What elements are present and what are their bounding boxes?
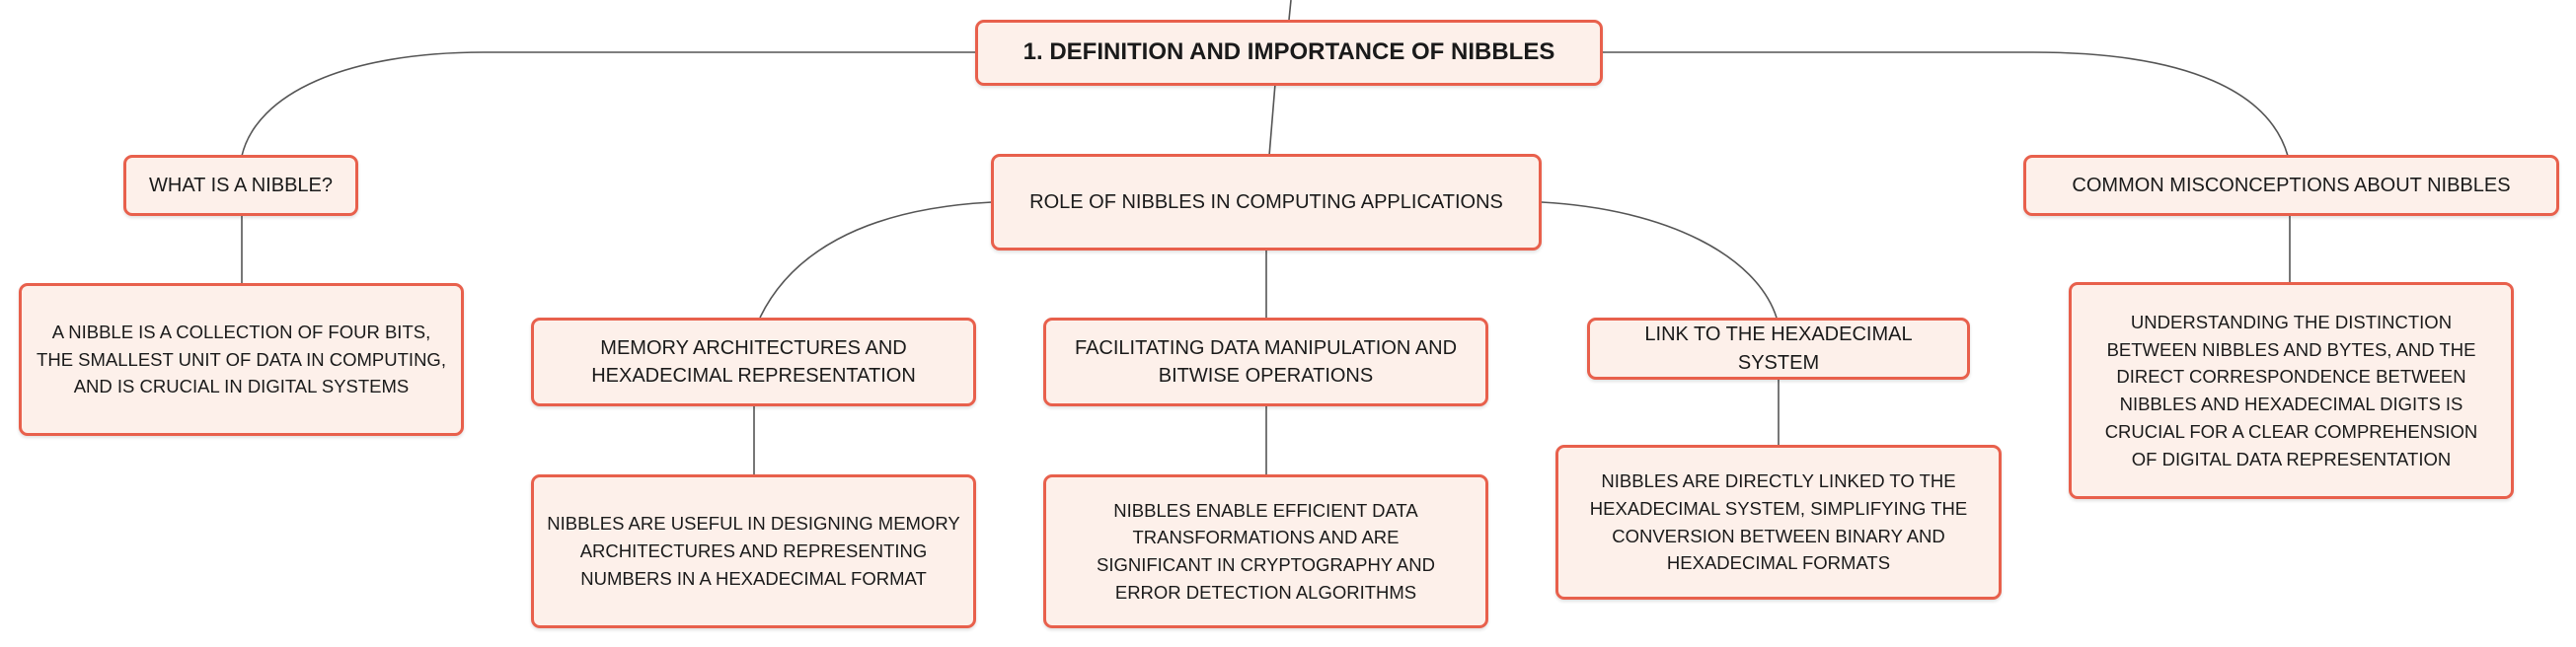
connector-root-what-is bbox=[241, 51, 977, 157]
detail-common-misconceptions-text: UNDERSTANDING THE DISTINCTION BETWEEN NI… bbox=[2104, 311, 2478, 469]
detail-hexadecimal-link-text: NIBBLES ARE DIRECTLY LINKED TO THE HEXAD… bbox=[1589, 470, 1968, 574]
detail-hexadecimal-link[interactable]: NIBBLES ARE DIRECTLY LINKED TO THE HEXAD… bbox=[1555, 445, 2002, 600]
subtopic-hexadecimal-link-label: LINK TO THE HEXADECIMAL SYSTEM bbox=[1644, 324, 1913, 374]
detail-what-is-a-nibble-text: A NIBBLE IS A COLLECTION OF FOUR BITS, T… bbox=[37, 321, 446, 397]
connector-role-hexlink bbox=[1541, 201, 1778, 319]
detail-memory-architectures-text: NIBBLES ARE USEFUL IN DESIGNING MEMORY A… bbox=[547, 513, 960, 589]
subtopic-memory-architectures[interactable]: MEMORY ARCHITECTURES AND HEXADECIMAL REP… bbox=[531, 318, 976, 406]
topic-what-is-a-nibble[interactable]: WHAT IS A NIBBLE? bbox=[123, 155, 358, 216]
detail-common-misconceptions[interactable]: UNDERSTANDING THE DISTINCTION BETWEEN NI… bbox=[2069, 282, 2514, 499]
root-topic[interactable]: 1. DEFINITION AND IMPORTANCE OF NIBBLES bbox=[975, 20, 1603, 86]
connector-root-role bbox=[1268, 83, 1276, 157]
topic-what-is-a-nibble-label: WHAT IS A NIBBLE? bbox=[149, 174, 333, 196]
subtopic-memory-architectures-label: MEMORY ARCHITECTURES AND HEXADECIMAL REP… bbox=[591, 336, 916, 387]
subtopic-data-manipulation[interactable]: FACILITATING DATA MANIPULATION AND BITWI… bbox=[1043, 318, 1488, 406]
detail-data-manipulation-text: NIBBLES ENABLE EFFICIENT DATA TRANSFORMA… bbox=[1096, 499, 1435, 603]
subtopic-data-manipulation-label: FACILITATING DATA MANIPULATION AND BITWI… bbox=[1074, 336, 1458, 387]
topic-common-misconceptions-label: COMMON MISCONCEPTIONS ABOUT NIBBLES bbox=[2072, 174, 2511, 196]
detail-what-is-a-nibble[interactable]: A NIBBLE IS A COLLECTION OF FOUR BITS, T… bbox=[19, 283, 464, 436]
root-topic-label: 1. DEFINITION AND IMPORTANCE OF NIBBLES bbox=[1023, 38, 1555, 66]
subtopic-hexadecimal-link[interactable]: LINK TO THE HEXADECIMAL SYSTEM bbox=[1587, 318, 1970, 380]
connector-role-memory bbox=[759, 201, 993, 319]
topic-role-of-nibbles[interactable]: ROLE OF NIBBLES IN COMPUTING APPLICATION… bbox=[991, 154, 1542, 251]
detail-data-manipulation[interactable]: NIBBLES ENABLE EFFICIENT DATA TRANSFORMA… bbox=[1043, 474, 1488, 628]
topic-role-of-nibbles-label: ROLE OF NIBBLES IN COMPUTING APPLICATION… bbox=[1029, 190, 1503, 213]
detail-memory-architectures[interactable]: NIBBLES ARE USEFUL IN DESIGNING MEMORY A… bbox=[531, 474, 976, 628]
connector-root-parent bbox=[1288, 0, 1292, 21]
connector-root-misconceptions bbox=[1601, 51, 2289, 157]
topic-common-misconceptions[interactable]: COMMON MISCONCEPTIONS ABOUT NIBBLES bbox=[2023, 155, 2559, 216]
